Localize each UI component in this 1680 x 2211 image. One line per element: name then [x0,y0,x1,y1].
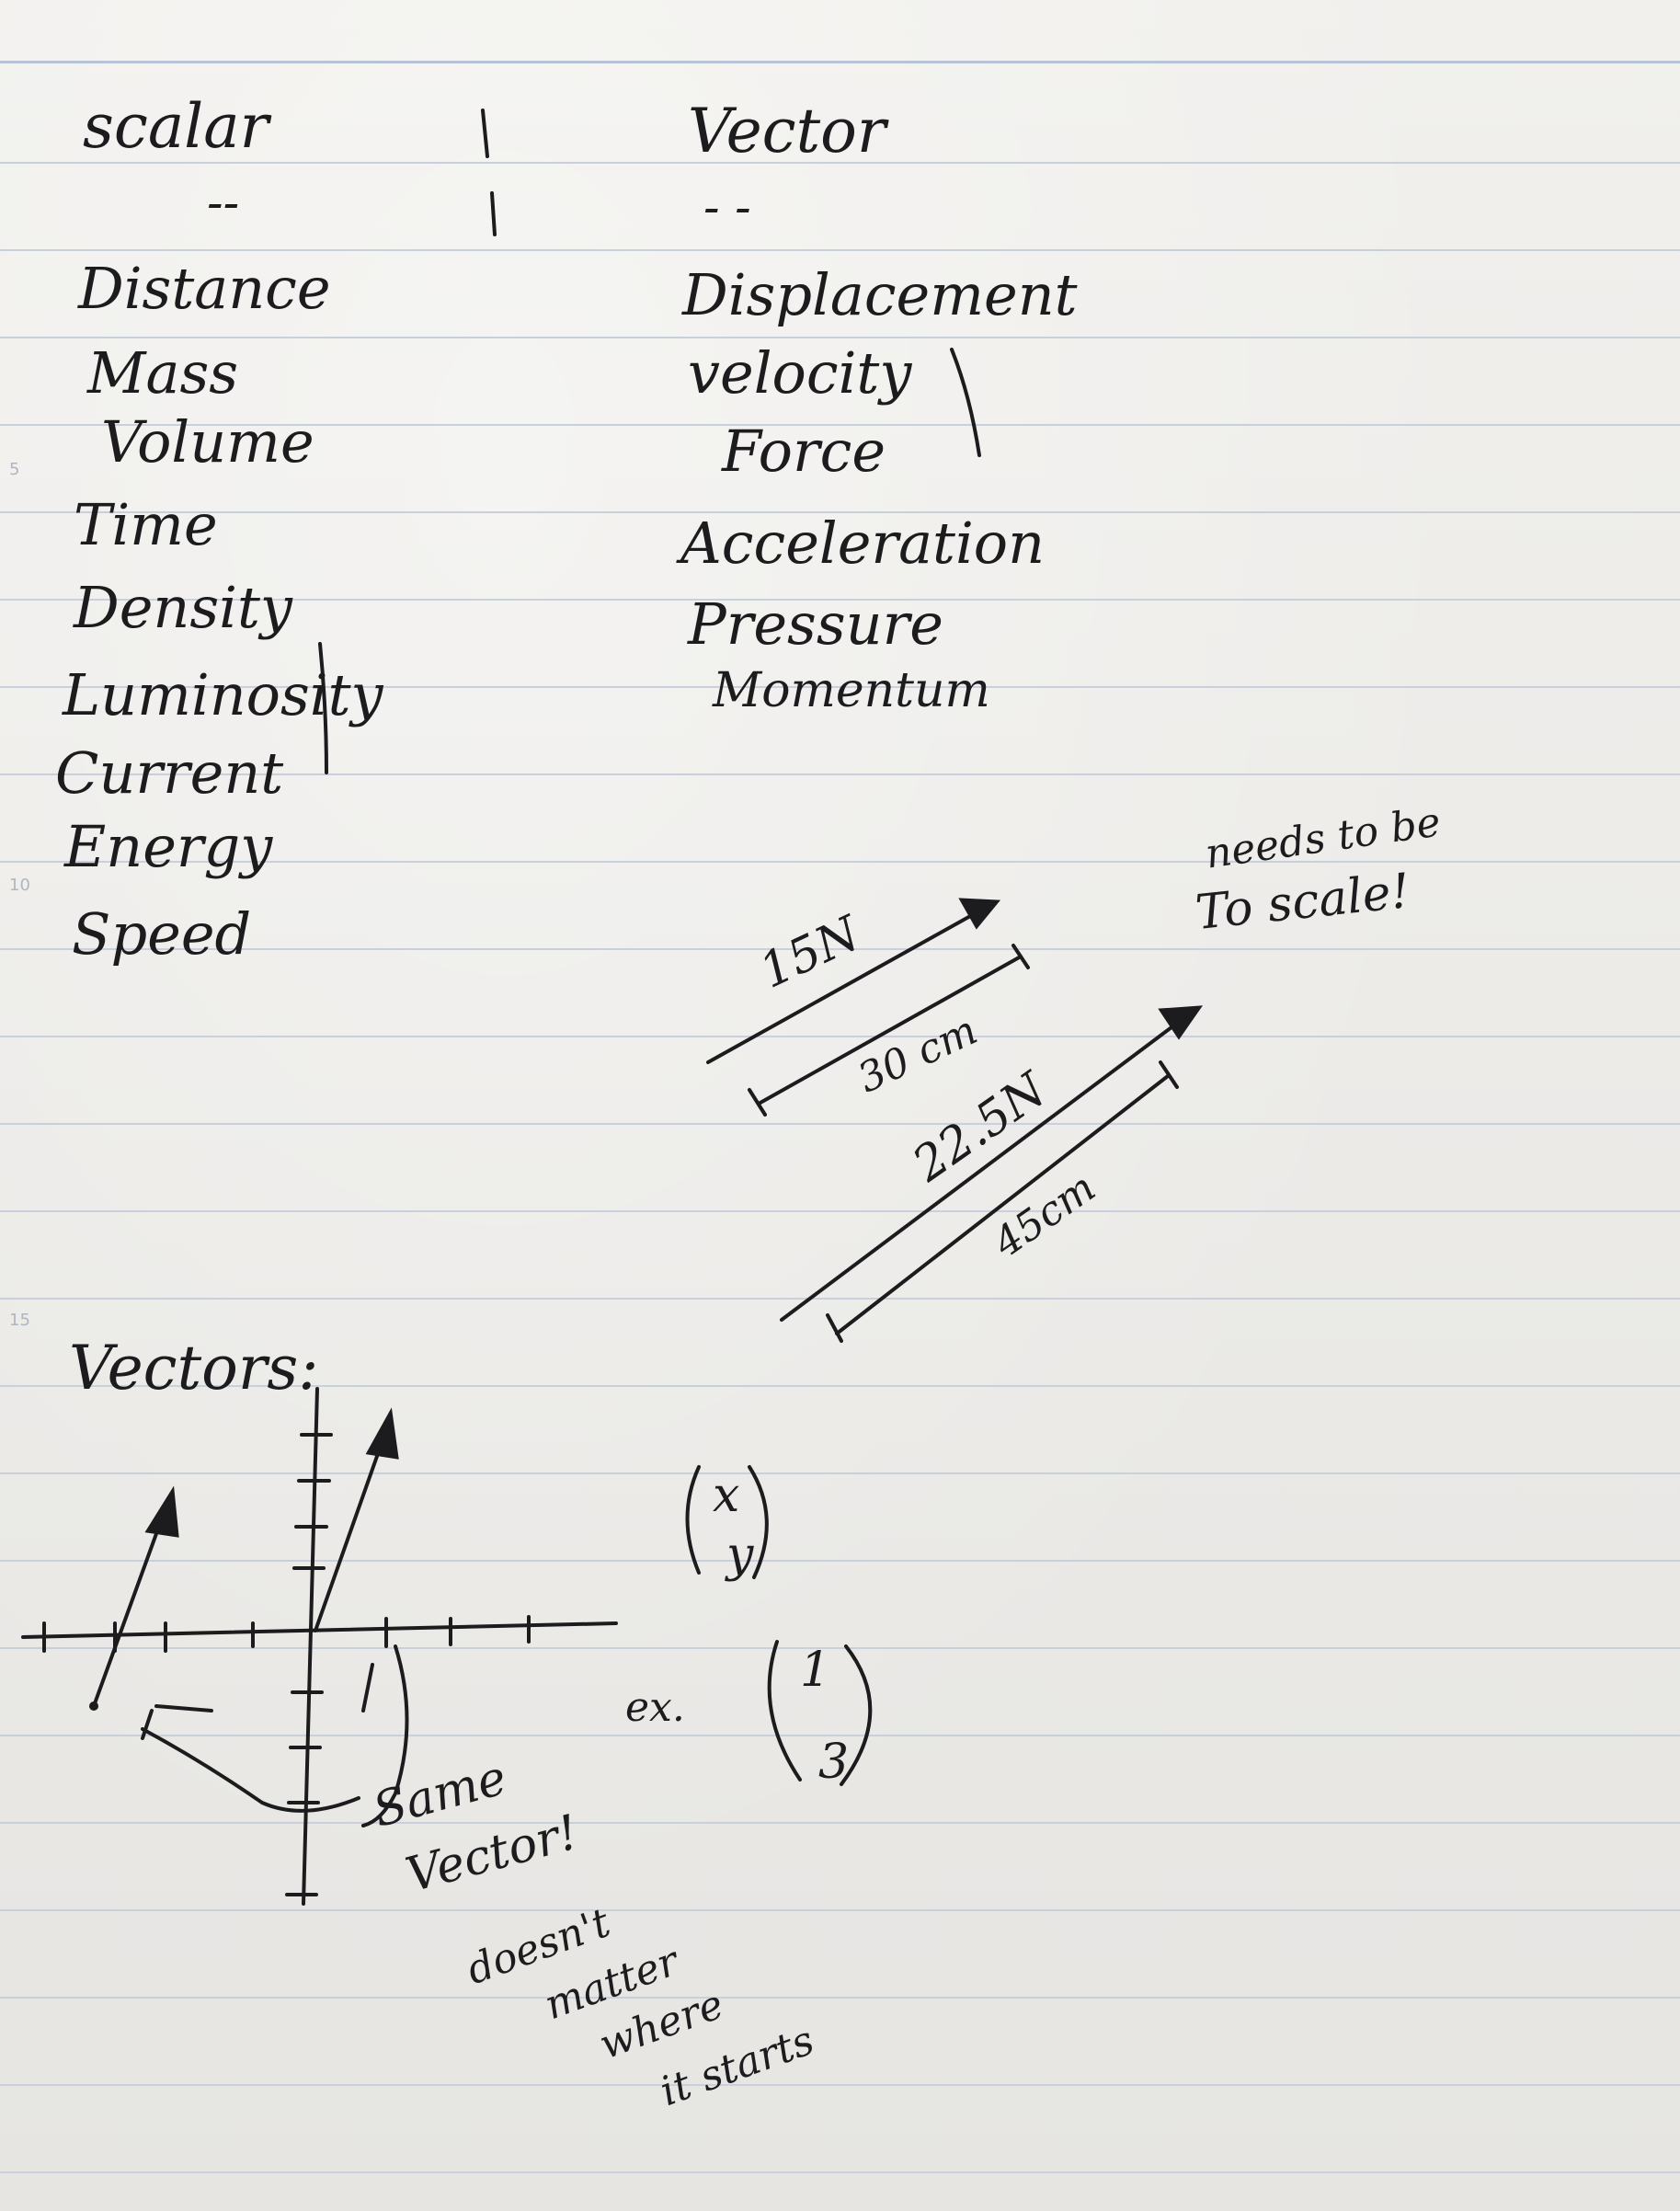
rule-line [0,424,1680,426]
rule-line [0,2171,1680,2173]
pointer-to-origin-vector [361,1644,409,1827]
length-45cm-tick-end [1159,1060,1179,1089]
vector-item: velocity [688,339,912,407]
scalar-item: Distance [78,255,331,322]
y-axis [302,1387,319,1906]
rule-line [0,1560,1680,1562]
rule-line [0,686,1680,688]
top-rule-line [0,61,1680,63]
vector-item: Momentum [713,663,990,718]
vector-item: Pressure [688,590,943,658]
rule-line [0,249,1680,251]
vector-offset-start-dot [89,1701,98,1711]
length-30cm-line [757,955,1023,1106]
rule-line [0,599,1680,601]
rule-line [0,2084,1680,2086]
margin-number: 10 [9,876,30,895]
example-vector-left-paren [767,1640,802,1781]
vector-22n-shaft [780,1014,1188,1322]
vector-offset [92,1506,167,1708]
vector-item: Acceleration [680,510,1046,577]
example-vector-top: 1 [800,1643,831,1698]
vector-item: Displacement [682,261,1078,328]
vector-from-origin-arrowhead [365,1407,399,1460]
column-vector-top: x [713,1468,740,1523]
length-45cm-line [835,1074,1170,1335]
rule-line [0,1472,1680,1474]
rule-line [0,948,1680,950]
rule-line [0,162,1680,164]
column-vector-right-paren [748,1465,769,1579]
vector-offset-arrowhead [144,1485,179,1538]
length-30cm-tick-end [1011,944,1030,969]
rule-line [0,1909,1680,1911]
vectors-heading: Vectors: [69,1333,319,1403]
scalar-item: Current [55,739,284,807]
example-vector-right-paren [840,1644,873,1786]
pointer-tick [361,1663,374,1713]
vector-15n-shaft [706,904,990,1064]
table-divider-top [481,109,489,158]
scalar-header: scalar [83,91,269,162]
margin-number: 15 [9,1311,30,1330]
rule-line [0,1735,1680,1736]
rule-line [0,1997,1680,1999]
scalar-dashes: -- [207,176,240,231]
example-label: ex. [625,1684,685,1731]
rule-line [0,1123,1680,1125]
rule-line [0,511,1680,513]
length-45cm-tick-start [826,1313,843,1343]
pointer-bracket [154,1704,213,1713]
scalar-item: Density [74,574,292,641]
length-30cm-tick-start [748,1088,767,1117]
pointer-to-offset-vector [141,1727,360,1813]
scalar-item: Speed [72,900,252,968]
rule-line [0,1298,1680,1300]
vector-item: Force [722,418,886,485]
rule-line [0,1210,1680,1212]
column-vector-bottom: y [726,1528,754,1583]
scalar-item: Mass [87,339,239,407]
rule-line [0,773,1680,775]
rule-line [0,1822,1680,1824]
scalar-item: Energy [64,813,273,880]
scalar-item: Time [74,491,218,558]
table-divider-right [950,348,981,457]
vector-header: Vector [688,96,886,166]
pointer-mark [141,1709,154,1740]
scalar-item: Luminosity [63,661,383,728]
rule-line [0,1036,1680,1037]
rule-line [0,337,1680,338]
vector-dashes: - - [703,180,751,235]
scalar-item: Volume [101,408,314,475]
table-divider-dash [490,191,497,236]
table-divider-left [318,642,328,774]
margin-number: 5 [9,460,20,479]
rule-line [0,1385,1680,1387]
x-axis [21,1621,618,1639]
rule-line [0,1647,1680,1649]
vector-from-origin [314,1428,388,1632]
vector-15n-arrowhead [958,898,1001,930]
column-vector-left-paren [685,1465,701,1575]
vector-22n-arrowhead [1158,1005,1204,1040]
rule-line [0,861,1680,863]
